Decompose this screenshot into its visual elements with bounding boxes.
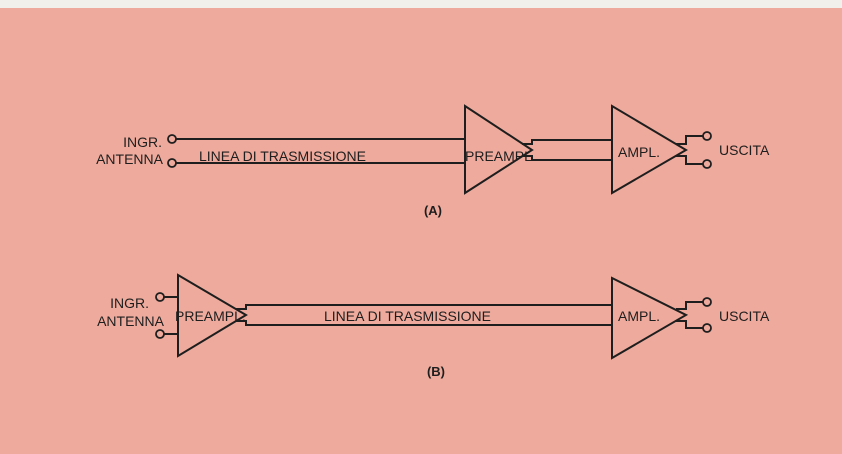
output-terminal-bottom-b (702, 323, 712, 333)
transmission-line-bottom-b (236, 320, 612, 326)
input-terminal-bottom-b (155, 329, 165, 339)
input-terminal-top-a (167, 134, 177, 144)
input-label-a-line2: ANTENNA (96, 151, 164, 167)
output-wire-top-b (676, 301, 703, 310)
diagram-a: INGR. ANTENNA LINEA DI TRASMISSIONE PREA… (96, 104, 770, 218)
input-terminal-top-b (155, 292, 165, 302)
block-diagram: INGR. ANTENNA LINEA DI TRASMISSIONE PREA… (96, 104, 770, 379)
input-terminal-bottom-a (167, 158, 177, 168)
output-wire-bottom-a (676, 155, 703, 165)
amplifier-a (611, 104, 688, 195)
transmission-line-label-a: LINEA DI TRASMISSIONE (199, 148, 366, 164)
output-wire-bottom-b (676, 320, 703, 329)
diagram-panel: INGR. ANTENNA LINEA DI TRASMISSIONE PREA… (0, 8, 842, 454)
output-label-b: USCITA (719, 308, 770, 324)
caption-b: (B) (427, 364, 445, 379)
caption-a: (A) (424, 203, 442, 218)
preamplifier-a (464, 104, 534, 195)
output-wire-top-a (676, 135, 703, 145)
output-label-a: USCITA (719, 142, 770, 158)
output-terminal-top-b (702, 297, 712, 307)
transmission-line-label-b: LINEA DI TRASMISSIONE (324, 308, 491, 324)
link-top-a (522, 139, 612, 145)
amplifier-b (611, 276, 689, 360)
preamp-label-a: PREAMPL. (465, 148, 536, 164)
preamplifier-b (177, 273, 248, 358)
link-bottom-a (522, 155, 612, 161)
output-terminal-bottom-a (702, 159, 712, 169)
diagram-b: INGR. ANTENNA PREAMPL. LINEA DI TRASMISS… (97, 273, 770, 379)
input-label-b-line2: ANTENNA (97, 313, 165, 329)
amp-label-b: AMPL. (618, 308, 660, 324)
amp-label-a: AMPL. (618, 144, 660, 160)
output-terminal-top-a (702, 131, 712, 141)
preamp-label-b: PREAMPL. (175, 308, 246, 324)
input-label-b-line1: INGR. (110, 295, 149, 311)
input-label-a-line1: INGR. (123, 134, 162, 150)
transmission-line-top-b (236, 304, 612, 310)
